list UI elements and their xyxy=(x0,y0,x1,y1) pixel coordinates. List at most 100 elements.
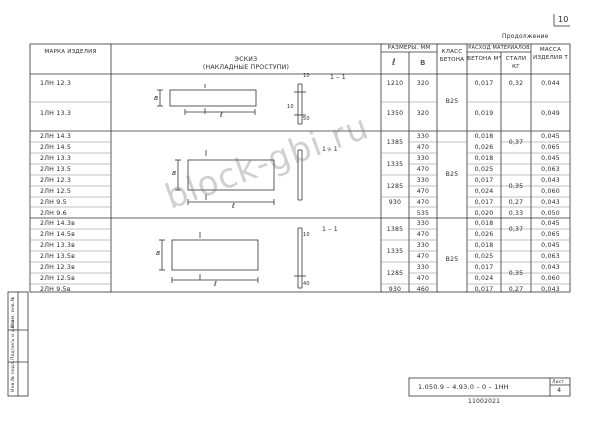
document-code: 1.050.9 – 4.93.0 – 0 – 1НН xyxy=(418,383,509,391)
strip-replacement-inv: Взам. инв.№ xyxy=(11,296,16,328)
cell-l: 1385 xyxy=(386,139,404,146)
cell-mark: 2ЛН 12.5в xyxy=(40,275,76,282)
cell-mass: 0,043 xyxy=(541,286,560,293)
cell-steel: 0,35 xyxy=(508,270,524,277)
header-sketch: Эскиз xyxy=(234,56,258,63)
cell-mass: 0,065 xyxy=(541,144,560,151)
copy-number: 11002021 xyxy=(468,398,501,405)
continuation-label: Продолжение xyxy=(502,33,549,40)
cell-concrete: 0,024 xyxy=(474,188,494,195)
cell-concrete: 0,024 xyxy=(474,275,494,282)
cell-steel: 0,27 xyxy=(508,199,524,206)
header-dimensions: Размеры, мм xyxy=(387,45,431,51)
cell-mark: 2ЛН 12.5 xyxy=(40,188,72,195)
cell-mass: 0,043 xyxy=(541,177,560,184)
cell-mark: 2ЛН 13.3 xyxy=(40,155,72,162)
cell-steel: 0,32 xyxy=(508,80,524,87)
cell-mass: 0,060 xyxy=(541,275,560,282)
cell-b: 330 xyxy=(416,177,430,184)
dim-label: 40 xyxy=(303,281,310,287)
cell-concrete: 0,017 xyxy=(474,177,494,184)
cell-mass: 0,045 xyxy=(541,155,560,162)
cell-concrete: 0,018 xyxy=(474,242,494,249)
cell-mass: 0,043 xyxy=(541,264,560,271)
dim-label: 50 xyxy=(303,116,310,122)
cell-b: 470 xyxy=(416,253,430,260)
cell-l: 1385 xyxy=(386,226,404,233)
cell-concrete: 0,017 xyxy=(474,286,494,293)
cell-concrete: 0,017 xyxy=(474,264,494,271)
page-number: 10 xyxy=(558,15,569,24)
cell-b: 330 xyxy=(416,242,430,249)
cell-concrete: 0,019 xyxy=(474,110,494,117)
cell-b: 470 xyxy=(416,275,430,282)
cell-mark: 2ЛН 9.6 xyxy=(40,210,67,217)
cell-mass: 0,045 xyxy=(541,133,560,140)
dim-l-sketch-1: ℓ xyxy=(220,111,224,119)
concrete-class-group-3: В25 xyxy=(445,256,459,263)
concrete-class-group-2: В25 xyxy=(445,171,459,178)
cell-l: 930 xyxy=(388,286,402,293)
cell-mark: 2ЛН 12.3в xyxy=(40,264,76,271)
dim-b-sketch-3: в xyxy=(156,249,161,257)
cell-concrete: 0,018 xyxy=(474,155,494,162)
dim-label: 10 xyxy=(303,73,310,79)
cell-b: 320 xyxy=(416,80,430,87)
cell-steel: 0,27 xyxy=(508,286,524,293)
cell-mark: 2ЛН 14.3в xyxy=(40,220,76,227)
cell-mass: 0,065 xyxy=(541,231,560,238)
cell-mass: 0,050 xyxy=(541,210,560,217)
cell-mass: 0,063 xyxy=(541,253,560,260)
cell-b: 470 xyxy=(416,144,430,151)
cell-b: 470 xyxy=(416,231,430,238)
section-label-2: 1 – 1 xyxy=(322,146,338,153)
concrete-class-group-1: В25 xyxy=(445,98,459,105)
cell-mark: 2ЛН 14.5в xyxy=(40,231,76,238)
cell-concrete: 0,018 xyxy=(474,220,494,227)
dim-label: 10 xyxy=(287,104,294,110)
cell-concrete: 0,026 xyxy=(474,231,494,238)
header-dim-b: в xyxy=(420,58,426,68)
cell-b: 330 xyxy=(416,155,430,162)
section-label-3: 1 – 1 xyxy=(322,226,338,233)
cell-mark: 2ЛН 9.5 xyxy=(40,199,67,206)
cell-mark: 2ЛН 13.5в xyxy=(40,253,76,260)
cell-b: 535 xyxy=(416,210,430,217)
cell-mass: 0,045 xyxy=(541,242,560,249)
dim-l-sketch-2: ℓ xyxy=(232,202,236,210)
header-concrete: бетона м³ xyxy=(467,56,501,62)
cell-concrete: 0,020 xyxy=(474,210,494,217)
cell-steel: 0,37 xyxy=(508,139,524,146)
sketch-1 xyxy=(157,83,306,125)
cell-b: 470 xyxy=(416,199,430,206)
header-mark: Марка изделия xyxy=(44,49,97,55)
sheet-label: Лист xyxy=(552,380,565,385)
sheet-number: 4 xyxy=(557,386,562,394)
cell-mark: 2ЛН 13.3в xyxy=(40,242,76,249)
cell-b: 470 xyxy=(416,188,430,195)
cell-mark: 2ЛН 9.5в xyxy=(40,286,71,293)
cell-l: 1285 xyxy=(386,183,404,190)
cell-b: 320 xyxy=(416,110,430,117)
strip-inv-number: Инв.№ подл. xyxy=(11,360,16,392)
cell-b: 470 xyxy=(416,166,430,173)
cell-steel: 0,37 xyxy=(508,226,524,233)
cell-mass: 0,045 xyxy=(541,220,560,227)
cell-l: 1285 xyxy=(386,270,404,277)
header-concrete-class: Класс бетона xyxy=(439,49,465,63)
cell-concrete: 0,018 xyxy=(474,133,494,140)
sketch-3 xyxy=(159,227,306,289)
header-sketch-note: (накладные проступи) xyxy=(202,64,290,71)
cell-l: 1335 xyxy=(386,161,404,168)
header-steel: стали кг xyxy=(505,56,527,70)
cell-mark: 2ЛН 12.3 xyxy=(40,177,72,184)
cell-l: 930 xyxy=(388,199,402,206)
cell-concrete: 0,025 xyxy=(474,253,494,260)
cell-mass: 0,063 xyxy=(541,166,560,173)
cell-mark: 2ЛН 13.5 xyxy=(40,166,72,173)
cell-steel: 0,33 xyxy=(508,210,524,217)
dim-l-sketch-3: ℓ xyxy=(214,280,218,288)
section-label-1: 1 – 1 xyxy=(330,74,346,81)
dim-b-sketch-2: в xyxy=(172,169,177,177)
cell-mass: 0,049 xyxy=(541,110,560,117)
